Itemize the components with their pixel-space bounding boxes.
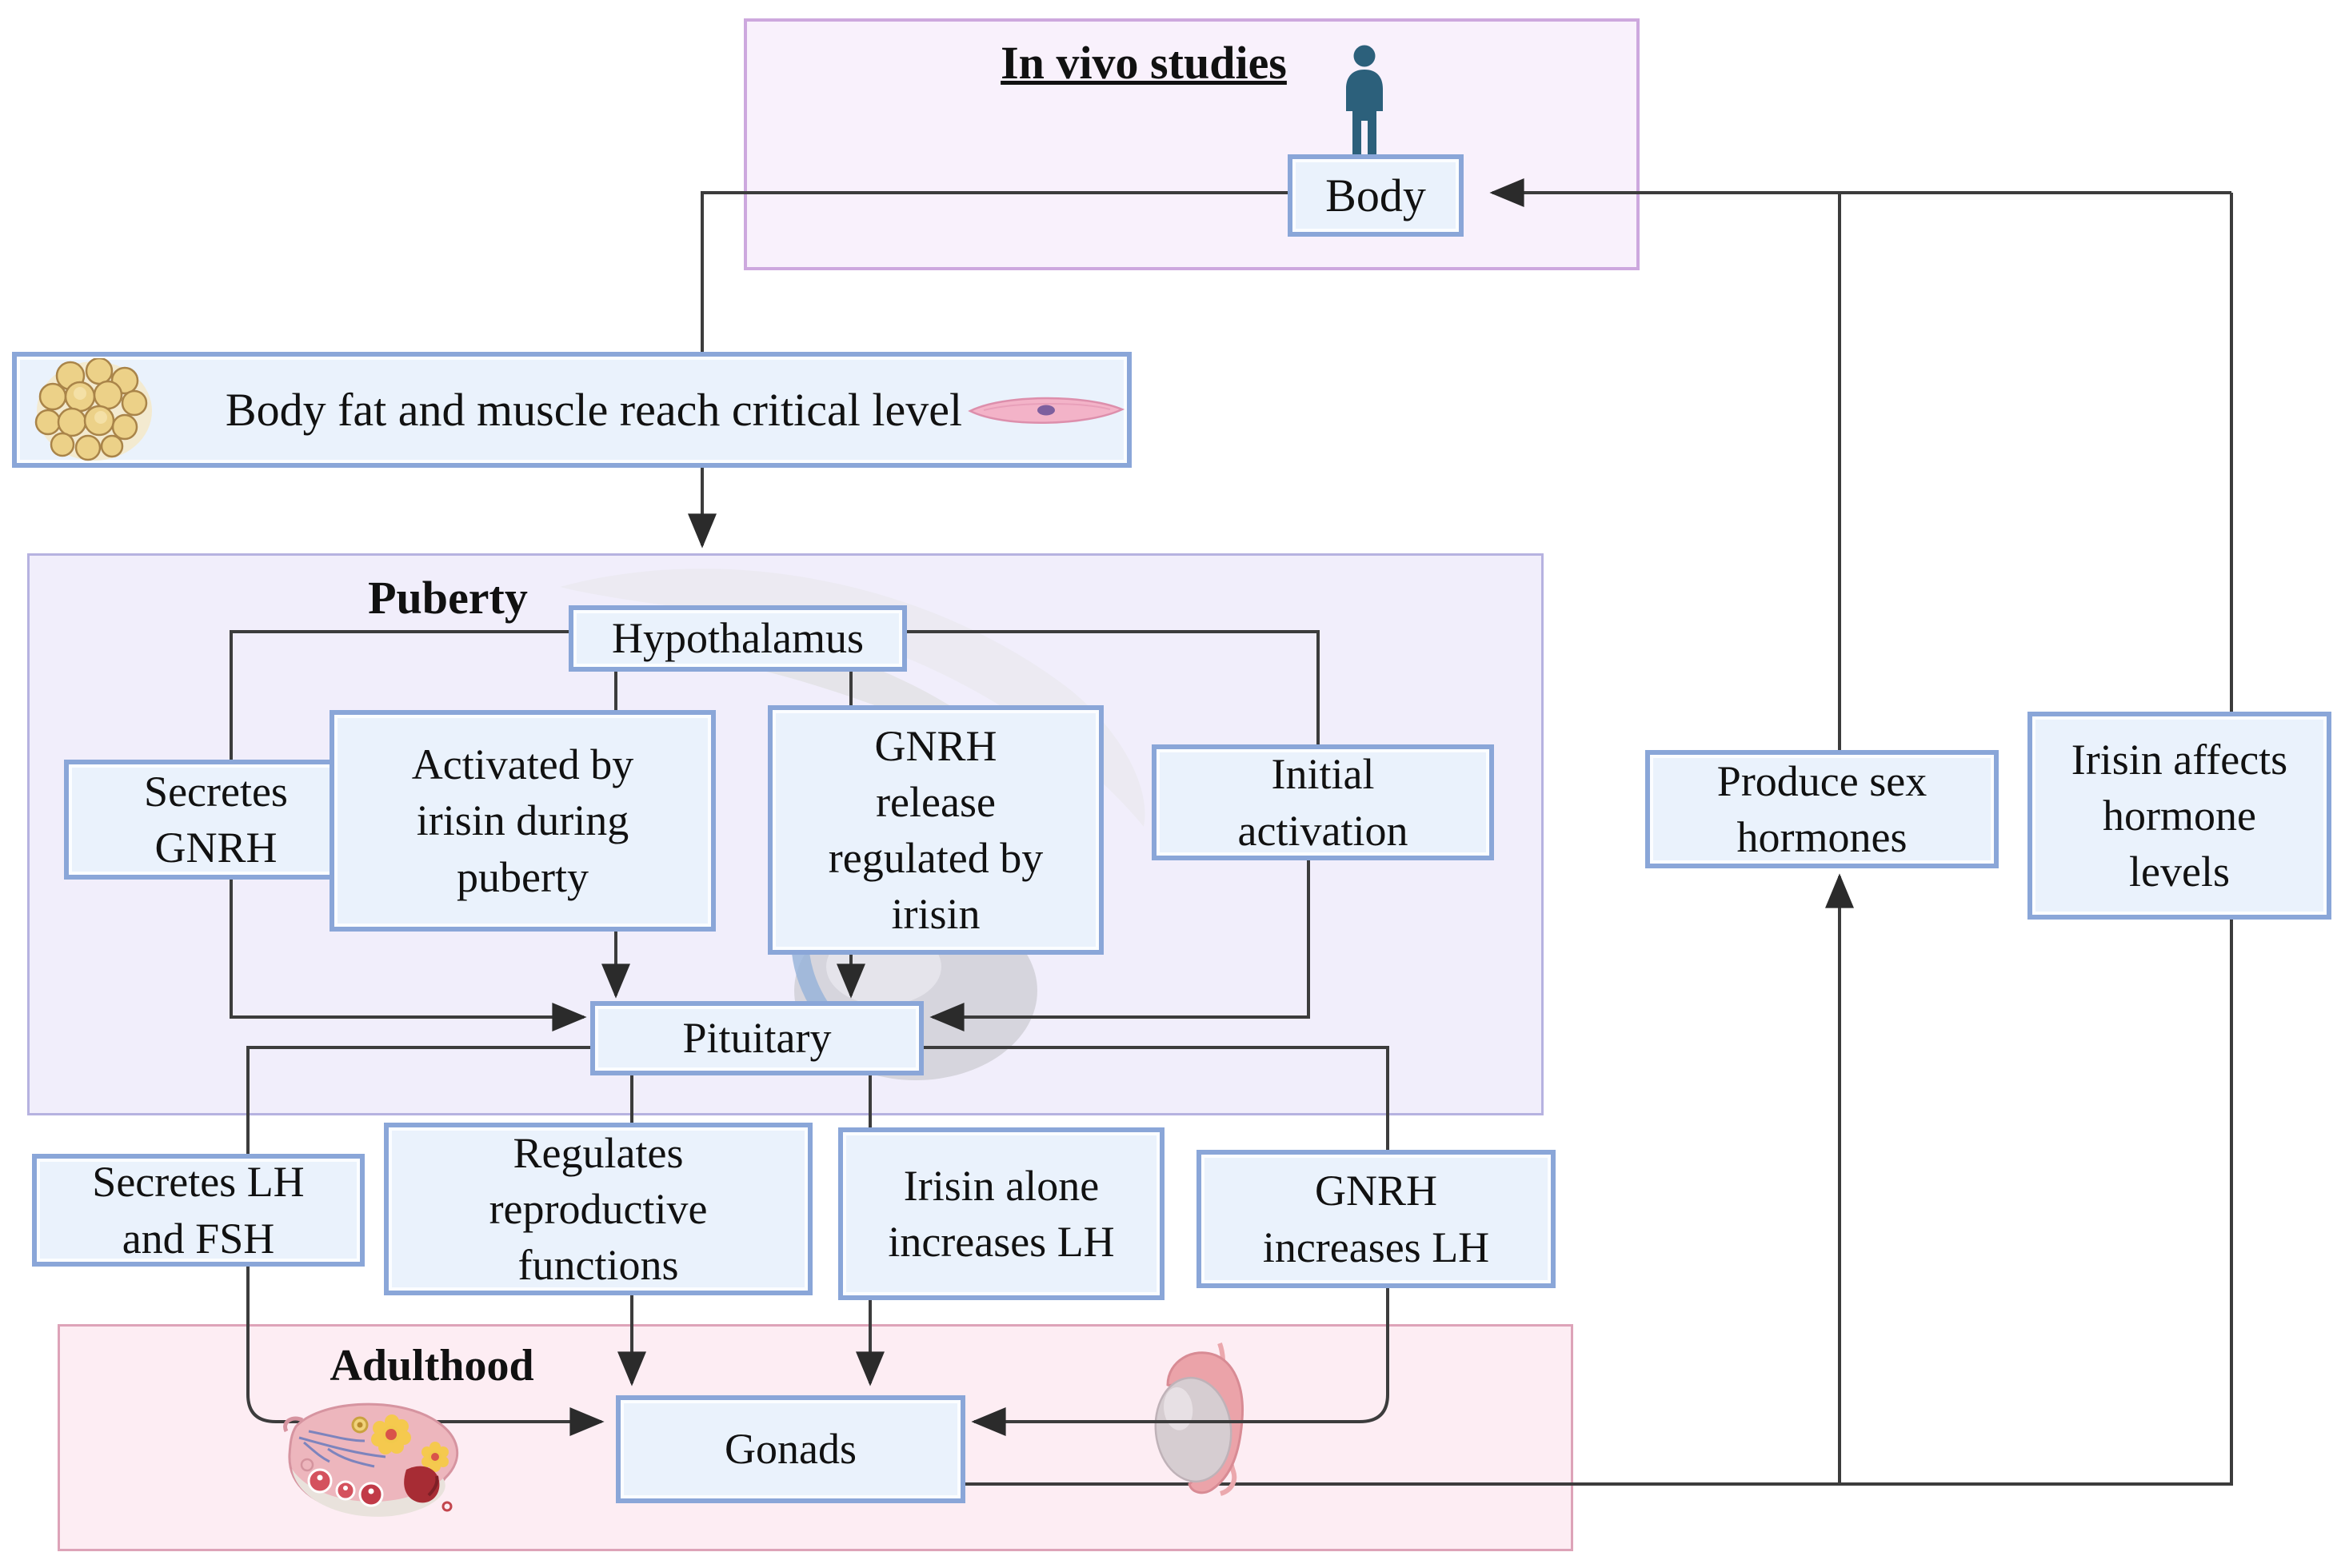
node-regulates-reproductive: Regulates reproductive functions bbox=[384, 1123, 813, 1295]
adulthood-title: Adulthood bbox=[330, 1341, 534, 1390]
node-initial-activation: Initial activation bbox=[1152, 744, 1494, 860]
node-secretes-lh-fsh: Secretes LH and FSH bbox=[32, 1154, 365, 1267]
node-gnrh-release: GNRH release regulated by irisin bbox=[768, 705, 1104, 955]
node-secretes-gnrh: Secretes GNRH bbox=[64, 760, 368, 880]
node-hypothalamus: Hypothalamus bbox=[569, 605, 907, 672]
node-body-fat: Body fat and muscle reach critical level bbox=[12, 352, 1132, 468]
node-body: Body bbox=[1288, 154, 1464, 237]
node-pituitary: Pituitary bbox=[590, 1001, 924, 1075]
node-activated-by-irisin: Activated by irisin during puberty bbox=[330, 710, 716, 932]
node-irisin-affects: Irisin affects hormone levels bbox=[2027, 712, 2331, 920]
puberty-title: Puberty bbox=[368, 572, 528, 624]
node-produce-sex-hormones: Produce sex hormones bbox=[1645, 750, 1999, 868]
node-gonads: Gonads bbox=[616, 1395, 965, 1503]
in-vivo-studies-title: In vivo studies bbox=[1001, 37, 1287, 89]
node-gnrh-increases-lh: GNRH increases LH bbox=[1196, 1150, 1556, 1288]
node-irisin-alone: Irisin alone increases LH bbox=[838, 1127, 1165, 1300]
